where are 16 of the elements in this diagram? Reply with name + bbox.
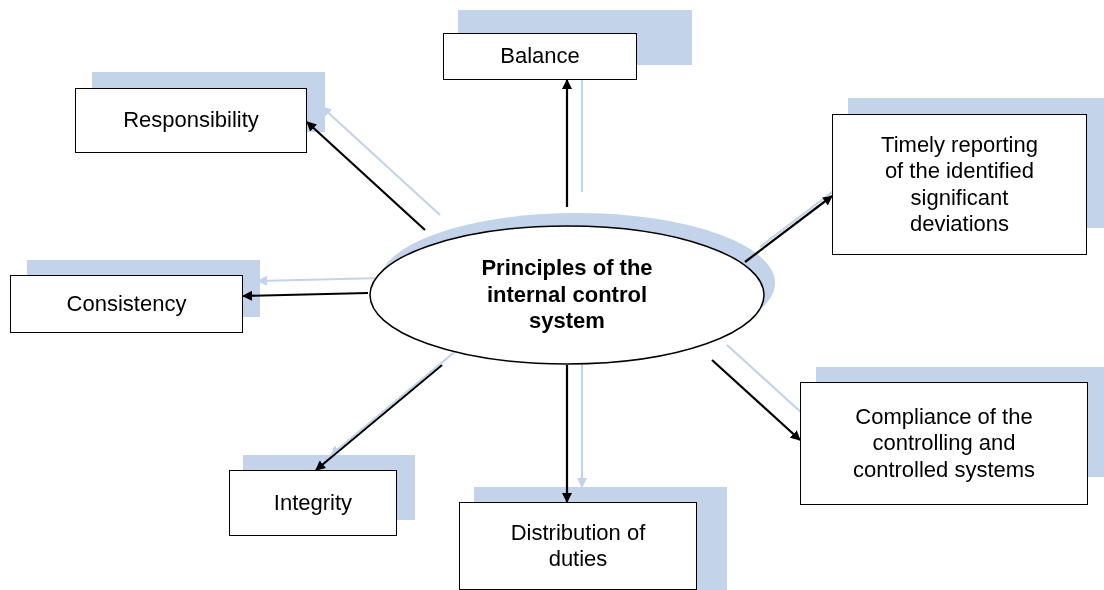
text-box: Consistency [10, 275, 243, 333]
text-box: Compliance of the controlling and controlled systems [800, 382, 1088, 505]
text-box: Balance [443, 33, 637, 80]
arrow [315, 364, 443, 471]
arrow [711, 359, 801, 441]
text-box: Distribution of duties [459, 502, 697, 590]
arrow [744, 195, 833, 263]
text-box: Timely reporting of the identified significant deviations [832, 114, 1087, 255]
arrow [242, 290, 369, 301]
text-box: Integrity [229, 470, 397, 536]
arrow [562, 79, 572, 207]
node-text: Principles of the internal control system [480, 255, 654, 335]
arrow [306, 121, 426, 231]
text-box: Responsibility [75, 88, 307, 153]
arrow [562, 365, 572, 503]
ellipse-node [369, 225, 765, 365]
